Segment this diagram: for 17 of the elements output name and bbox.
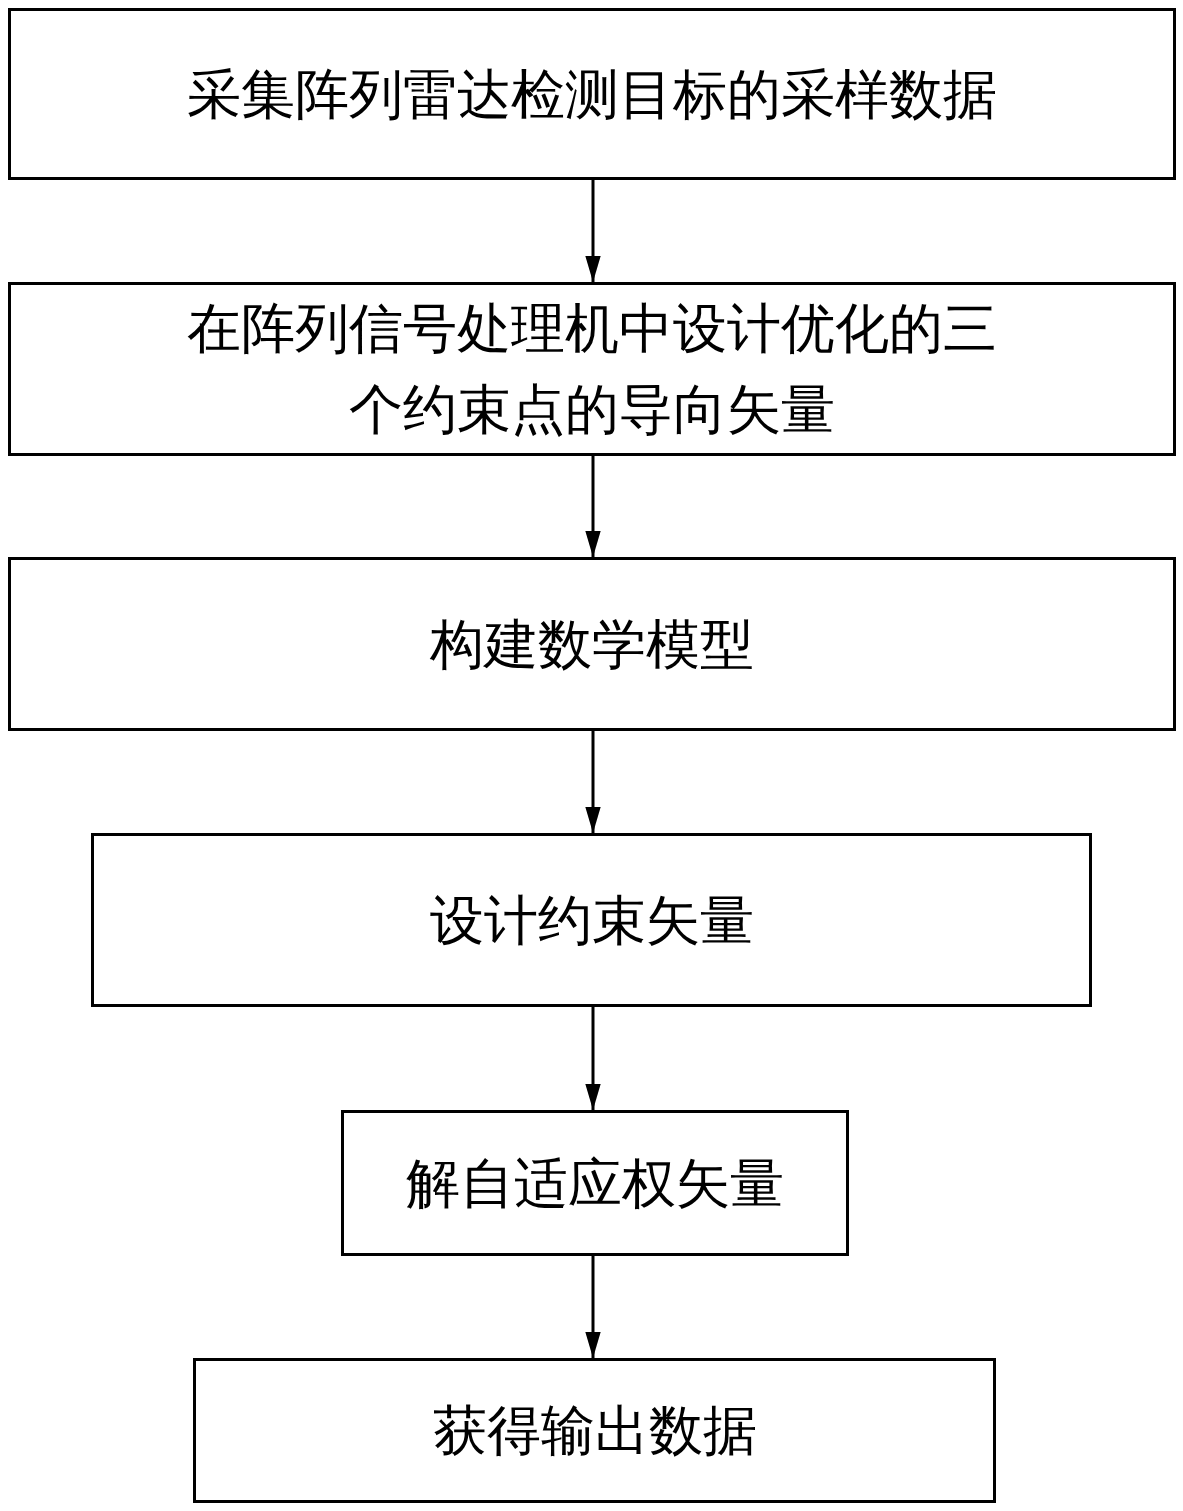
step-text: 采集阵列雷达检测目标的采样数据 [187, 61, 997, 128]
arrow [585, 731, 601, 833]
process-box [193, 1358, 996, 1503]
process-box [341, 1110, 849, 1256]
arrow [585, 456, 601, 557]
arrow [585, 1256, 601, 1358]
step-text: 设计约束矢量 [429, 887, 754, 954]
process-box [8, 282, 1176, 456]
process-box [8, 8, 1176, 180]
step-text: 构建数学模型 [430, 611, 754, 678]
process-box [8, 557, 1176, 731]
arrow [585, 180, 601, 282]
step-text: 解自适应权矢量 [406, 1150, 784, 1217]
arrow [585, 1007, 601, 1110]
step-text: 获得输出数据 [432, 1398, 757, 1464]
step-text: 在阵列信号处理机中设计优化的三个约束点的导向矢量 [186, 296, 998, 443]
process-box [91, 833, 1092, 1007]
